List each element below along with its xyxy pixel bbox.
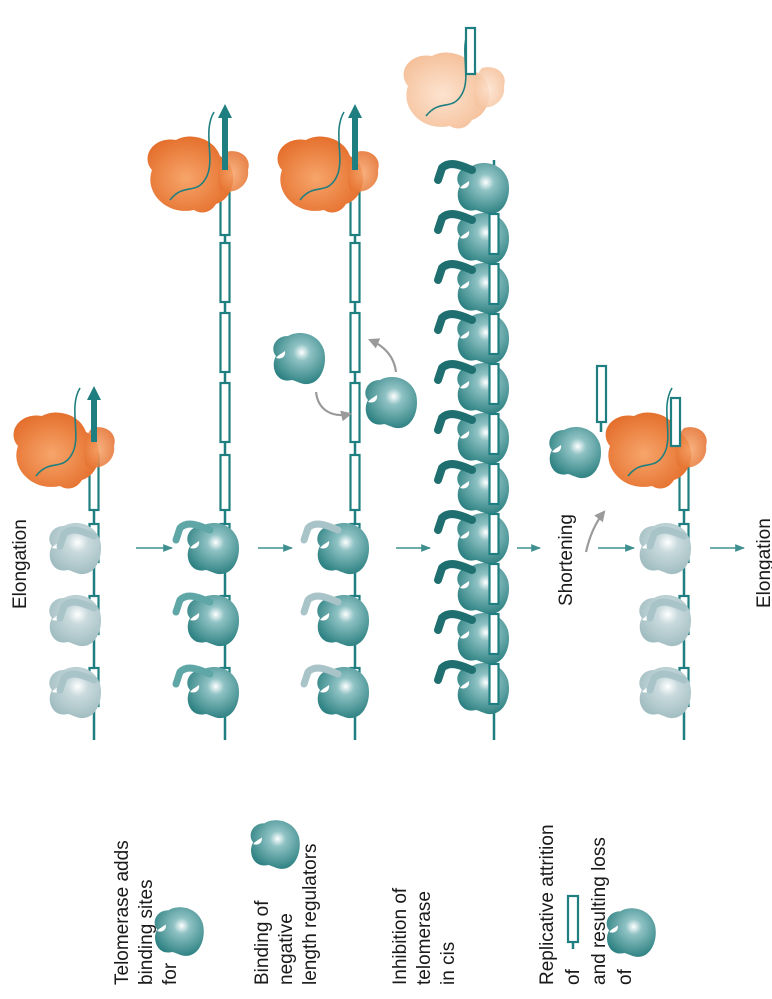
column-4-released-telomerase (404, 28, 505, 128)
column-2-repeat-6 (221, 313, 230, 372)
column-5-telomerase-body (606, 413, 707, 489)
caption-2-line-2: negative (276, 913, 297, 985)
column-3-repeat-6 (351, 313, 360, 372)
caption-telomerase-adds-binding-sites: Telomerase adds binding sites for (112, 840, 204, 985)
column-3-repeat-7 (351, 243, 360, 302)
shortening-released-regulator-shape (549, 427, 601, 478)
column-2-repeat-5 (221, 383, 230, 442)
caption-1-line-2: binding sites (136, 879, 157, 985)
caption-2-regulator-icon (251, 820, 300, 869)
caption-2-line-3: length regulators (300, 843, 321, 985)
caption-4-repeat-segment-icon (568, 896, 578, 949)
column-4-repeat-5 (490, 464, 499, 504)
shortening-lost-repeat (597, 366, 606, 422)
column-3-regulator-2 (317, 595, 369, 646)
column-4-repeat-7 (490, 364, 499, 404)
column-5-telomerase (606, 388, 707, 488)
column-4-repeat-4 (490, 514, 499, 554)
column-4-repeat-6 (490, 414, 499, 454)
column-4-repeat-3 (490, 564, 499, 604)
column-2-repeat-7 (221, 243, 230, 302)
column-3-free-regulator (273, 333, 325, 384)
column-3-regulator-3-shape (317, 523, 369, 574)
column-3-telomerase (278, 112, 379, 212)
caption-2-line-1: Binding of (252, 900, 273, 985)
elongation-label-top: Elongation (10, 519, 31, 609)
column-4-repeat-10 (490, 214, 499, 254)
caption-1-line-1: Telomerase adds (112, 840, 133, 985)
caption-3-line-1: Inhibition of (390, 887, 411, 985)
column-4-repeat-2 (490, 614, 499, 654)
column-3-telomerase-body (278, 137, 379, 213)
column-3-binding-regulator (365, 377, 417, 428)
column-4-repeat-1 (490, 664, 499, 704)
column-2-telomerase (148, 112, 249, 212)
column-3-regulator-1 (317, 667, 369, 718)
column-3-binding-arrow-2 (370, 340, 396, 372)
caption-4-line-4: of (615, 968, 636, 985)
column-3-free-regulator-shape (273, 333, 325, 384)
column-1-telomerase (14, 388, 115, 488)
caption-1-regulator-icon (155, 907, 204, 956)
column-3-repeat-4 (351, 455, 360, 510)
caption-1-line-3: for (160, 962, 181, 985)
column-3-regulator-1-shape (317, 667, 369, 718)
caption-4-regulator-icon (607, 908, 656, 957)
column-3-regulator-2-shape (317, 595, 369, 646)
column-5-template-repeat (671, 398, 680, 446)
caption-binding-of-negative-regulators: Binding of negative length regulators (251, 820, 321, 985)
column-3-repeat-5 (351, 383, 360, 442)
caption-3-line-3: in cis (438, 942, 459, 985)
shortening-arrow (586, 512, 604, 552)
column-4-repeat-8 (490, 314, 499, 354)
column-2-telomerase-body (148, 137, 249, 213)
shortening-label: Shortening (556, 514, 577, 606)
column-4-released-telomerase-body (404, 53, 505, 129)
caption-4-line-1: Replicative attrition (537, 824, 558, 985)
column-3-binding-arrow (316, 392, 350, 415)
shortening-released-regulator (549, 427, 601, 478)
caption-3-line-2: telomerase (414, 891, 435, 985)
column-3-binding-regulator-shape (365, 377, 417, 428)
caption-replicative-attrition: Replicative attrition of and resulting l… (537, 824, 656, 985)
column-3-regulator-3 (317, 523, 369, 574)
caption-4-line-3: and resulting loss (589, 837, 610, 985)
column-4-telomerase-template (466, 28, 475, 74)
column-4-repeat-9 (490, 264, 499, 304)
column-1-telomerase-body (14, 413, 115, 489)
elongation-label-bottom: Elongation (754, 518, 772, 608)
caption-inhibition-of-telomerase: Inhibition of telomerase in cis (390, 887, 459, 985)
column-2-repeat-4 (221, 455, 230, 510)
caption-4-line-2: of (563, 968, 584, 985)
